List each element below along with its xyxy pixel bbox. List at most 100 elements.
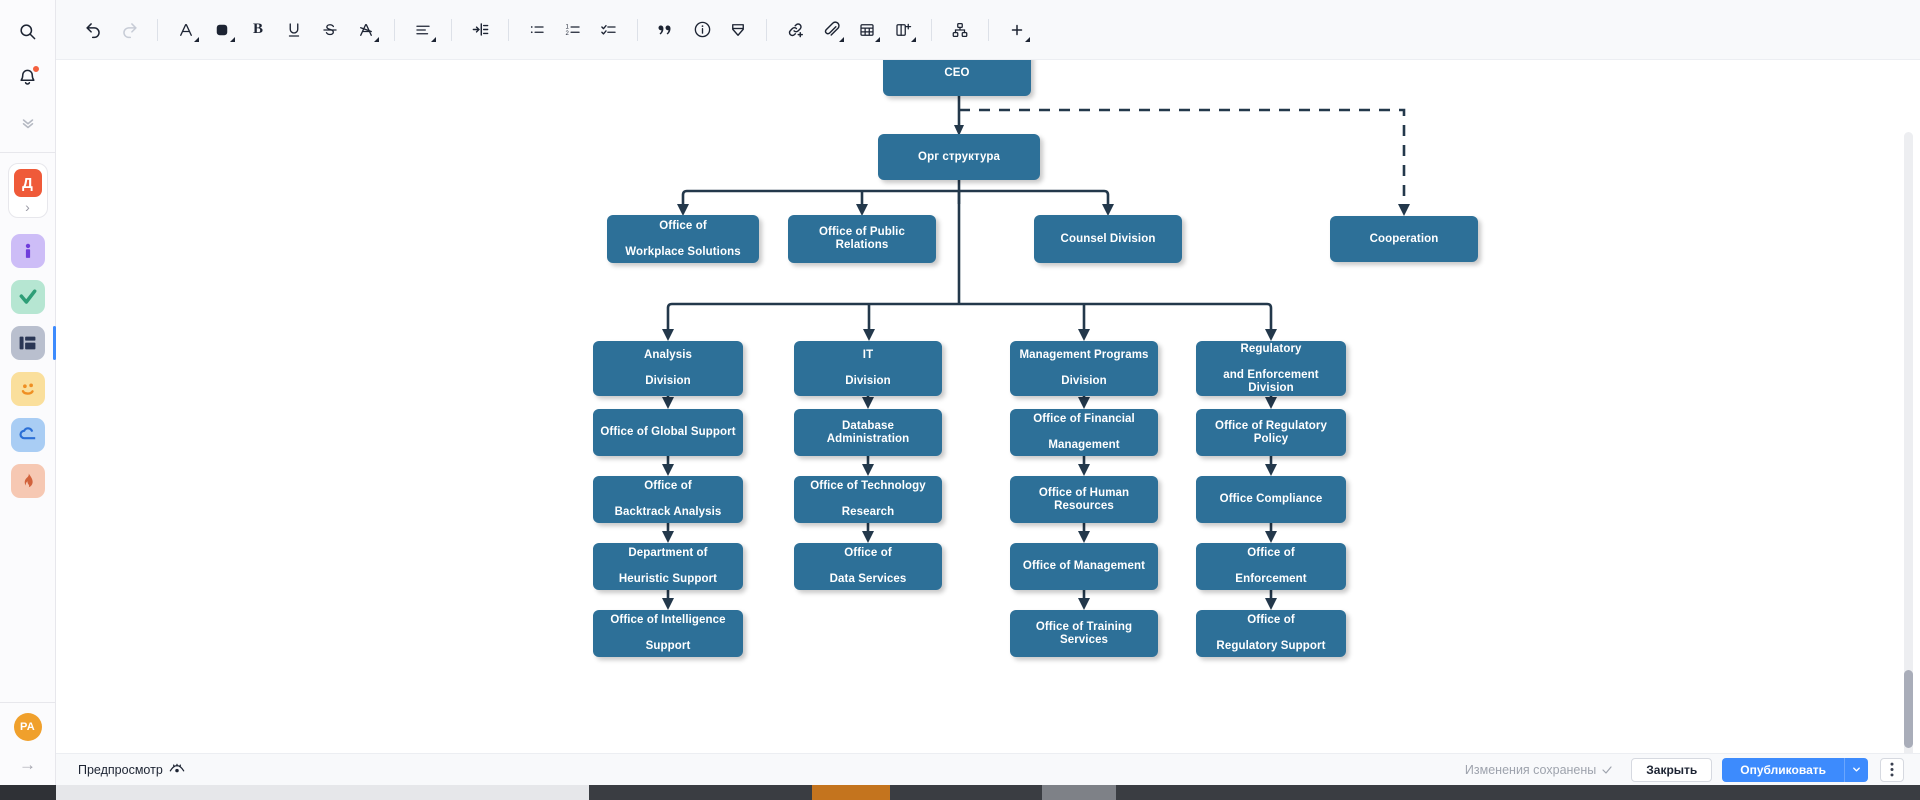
org-node-label-line: Office of Public Relations xyxy=(819,226,905,251)
org-node-training[interactable]: Office of Training Services xyxy=(1010,610,1158,657)
org-node-hr[interactable]: Office of Human Resources xyxy=(1010,476,1158,523)
org-node-label-line: and Enforcement Division xyxy=(1223,368,1319,394)
close-button[interactable]: Закрыть xyxy=(1631,757,1713,782)
org-node-label-line: Heuristic Support xyxy=(618,573,718,585)
boards-app-icon[interactable] xyxy=(10,326,56,360)
indent-button[interactable] xyxy=(463,13,497,47)
highlight-color-button[interactable] xyxy=(205,13,239,47)
text-color-button[interactable] xyxy=(169,13,203,47)
org-node-label-line: Cooperation xyxy=(1369,232,1439,245)
vertical-scrollbar[interactable] xyxy=(1904,132,1913,753)
chevron-right-icon[interactable]: › xyxy=(25,199,30,215)
chevron-down-icon[interactable] xyxy=(431,36,436,42)
org-node-compliance[interactable]: Office Compliance xyxy=(1196,476,1346,523)
scrollbar-thumb[interactable] xyxy=(1904,670,1913,748)
org-node-label-line: Support xyxy=(645,640,691,652)
app-switcher-card[interactable]: Д › xyxy=(7,163,48,218)
org-node-coop[interactable]: Cooperation xyxy=(1330,216,1478,262)
info-block-button[interactable] xyxy=(685,13,719,47)
more-options-kebab-menu-icon[interactable] xyxy=(1880,757,1904,782)
undo-button[interactable] xyxy=(76,13,110,47)
bullet-list-button[interactable] xyxy=(520,13,554,47)
publish-options-chevron-down-icon[interactable] xyxy=(1844,757,1868,782)
info-app-icon[interactable] xyxy=(10,234,45,268)
org-node-label-line: Office of Human Resources xyxy=(1038,486,1130,512)
org-node-regpolicy[interactable]: Office of Regulatory Policy xyxy=(1196,409,1346,456)
columns-button[interactable] xyxy=(886,13,920,47)
search-icon[interactable] xyxy=(9,12,47,50)
insert-button[interactable] xyxy=(1000,13,1034,47)
table-button[interactable] xyxy=(850,13,884,47)
org-node-label-line: CEO xyxy=(944,66,970,79)
publish-split-button: Опубликовать xyxy=(1722,757,1868,782)
double-chevron-down-icon[interactable] xyxy=(9,104,47,142)
redo-button[interactable] xyxy=(112,13,146,47)
clear-format-button[interactable] xyxy=(349,13,383,47)
smiley-app-icon[interactable] xyxy=(10,372,45,406)
bold-button[interactable]: B xyxy=(252,21,263,37)
chevron-down-icon[interactable] xyxy=(374,36,379,42)
rail-divider-bottom xyxy=(0,702,55,703)
org-node-label-line: Department of xyxy=(628,547,708,559)
chevron-down-icon[interactable] xyxy=(875,36,880,42)
svg-text:2: 2 xyxy=(566,30,570,36)
toolbar-divider xyxy=(931,18,932,41)
org-node-label-line: Office of Financial xyxy=(1033,413,1135,425)
publish-button[interactable]: Опубликовать xyxy=(1722,757,1844,782)
org-node-label-line: Backtrack Analysis xyxy=(614,506,722,518)
bell-icon[interactable] xyxy=(9,58,47,96)
attach-file-button[interactable] xyxy=(814,13,848,47)
org-node-heuristic[interactable]: Department of Heuristic Support xyxy=(593,543,743,590)
strikethrough-button[interactable] xyxy=(313,13,347,47)
avatar[interactable]: PA xyxy=(13,713,42,741)
flame-app-icon[interactable] xyxy=(10,464,45,498)
org-node-label-line: Office of Management xyxy=(1022,560,1146,572)
align-button[interactable] xyxy=(406,13,440,47)
chevron-down-icon[interactable] xyxy=(1025,36,1030,42)
diagram-button[interactable] xyxy=(943,13,977,47)
checklist-button[interactable] xyxy=(592,13,626,47)
chevron-down-icon[interactable] xyxy=(839,36,844,42)
link-button[interactable] xyxy=(778,13,812,47)
org-node-label-line: Management xyxy=(1048,439,1120,451)
quote-button[interactable] xyxy=(649,13,683,47)
underline-button[interactable] xyxy=(277,13,311,47)
toolbar-divider xyxy=(508,18,509,41)
app-tile-docs[interactable]: Д xyxy=(13,169,42,197)
taskbar-segment xyxy=(812,785,890,800)
org-node-globalsup[interactable]: Office of Global Support xyxy=(593,409,743,456)
toolbar-divider xyxy=(988,18,989,41)
org-node-dbadmin[interactable]: Database Administration xyxy=(794,409,942,456)
chevron-down-icon[interactable] xyxy=(911,36,916,42)
org-node-management[interactable]: Office of Management xyxy=(1010,543,1158,590)
org-node-ceo[interactable]: CEO xyxy=(883,60,1031,96)
tasks-app-icon[interactable] xyxy=(10,280,45,314)
taskbar-segment xyxy=(890,785,1042,800)
org-node-counsel[interactable]: Counsel Division xyxy=(1034,215,1182,263)
disk-app-icon[interactable] xyxy=(10,418,45,452)
preview-button[interactable]: Предпросмотр xyxy=(78,763,185,777)
org-node-pubrel[interactable]: Office of Public Relations xyxy=(788,215,936,263)
chevron-down-icon[interactable] xyxy=(230,36,235,42)
chevron-down-icon[interactable] xyxy=(194,36,199,42)
expand-rail-icon[interactable]: → xyxy=(19,755,36,774)
save-status-label: Изменения сохранены xyxy=(1464,762,1597,777)
org-node-org[interactable]: Орг структура xyxy=(878,134,1040,180)
collapsible-block-button[interactable] xyxy=(721,13,755,47)
